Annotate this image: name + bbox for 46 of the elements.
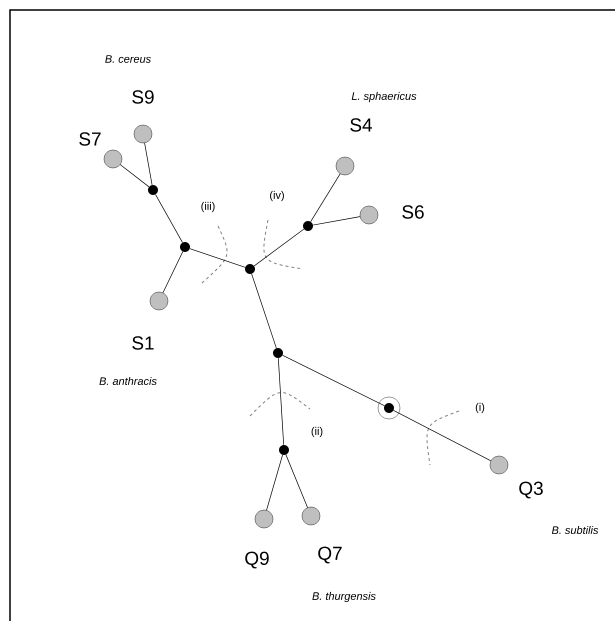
clade-number: (iv) — [270, 190, 284, 202]
branch-line — [120, 164, 150, 188]
leaf-circle — [134, 124, 152, 144]
leaf-label: S1 — [132, 336, 154, 350]
branch-line — [286, 454, 308, 508]
branch-line — [282, 354, 385, 406]
branch-dot — [148, 185, 158, 195]
species-name: B. anthracis — [99, 376, 157, 386]
leaf-label: Q9 — [245, 552, 269, 568]
branch-line — [266, 454, 283, 511]
branch-dot — [273, 348, 283, 358]
leaf-circle — [254, 510, 274, 528]
branch-dot — [303, 221, 313, 231]
clade-number: (iii) — [201, 202, 215, 212]
clade-number: (ii) — [312, 426, 322, 438]
leaf-label: S9 — [132, 90, 154, 104]
leaf-label: S4 — [350, 118, 372, 132]
leaf-label: Q3 — [519, 482, 543, 498]
branch-line — [190, 248, 246, 268]
leaf-label: Q7 — [318, 546, 342, 564]
species-name: B. thurgensis — [312, 592, 376, 602]
leaf-circle — [302, 506, 320, 526]
branch-dot — [279, 445, 289, 455]
branch-line — [312, 216, 360, 226]
leaf-circle — [104, 150, 122, 168]
branch-line — [393, 410, 492, 462]
leaf-circle — [150, 292, 168, 310]
species-name: B. subtilis — [552, 526, 598, 534]
circled-dot — [378, 396, 400, 420]
leaf-circle — [490, 456, 508, 474]
branch-line — [162, 251, 184, 294]
branch-line — [251, 274, 277, 348]
branch-line — [144, 142, 152, 186]
branch-line — [155, 194, 183, 243]
clade-number: (i) — [476, 402, 484, 414]
leaf-label: S7 — [79, 132, 101, 146]
leaf-circle — [360, 206, 378, 224]
species-name: L. sphaericus — [352, 92, 416, 102]
branch-dot — [180, 242, 190, 252]
branch-dot — [245, 264, 255, 274]
leaf-label: S6 — [402, 205, 424, 219]
leaf-circle — [336, 156, 354, 176]
species-name: B. cereus — [105, 55, 151, 63]
branch-line — [310, 173, 341, 222]
branch-line — [278, 358, 284, 446]
branch-line — [254, 228, 304, 266]
